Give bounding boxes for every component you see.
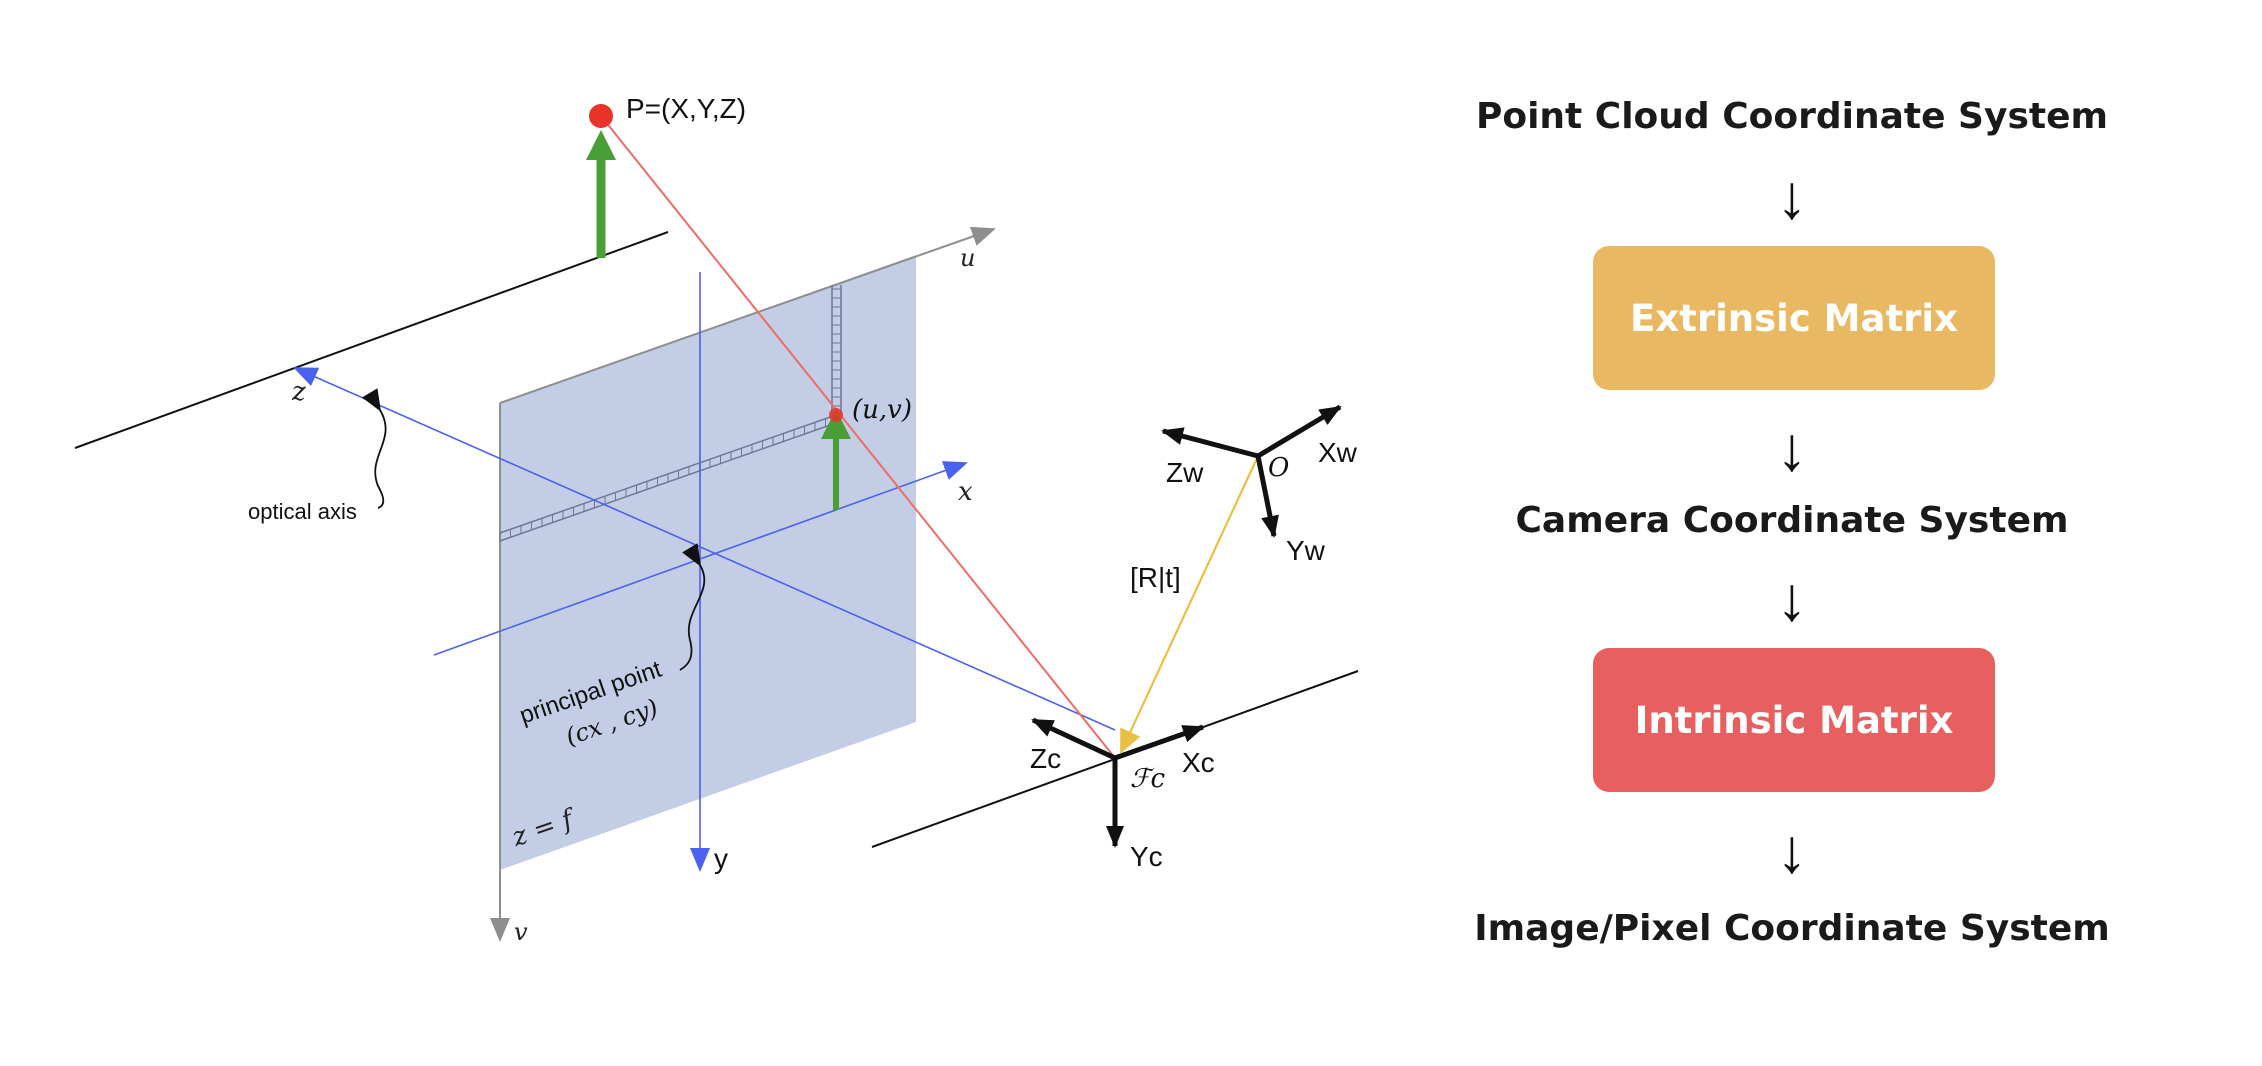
projection-ray: [600, 115, 1116, 759]
camera-z-label: Zc: [1030, 743, 1061, 774]
world-origin-label: O: [1268, 453, 1289, 483]
y-axis-label: y: [714, 843, 728, 874]
image-plane: [500, 255, 916, 870]
down-arrow-icon: ↓: [1777, 817, 1808, 886]
down-arrow-icon: ↓: [1777, 163, 1808, 232]
world-y-label: Yw: [1286, 535, 1326, 566]
camera-x-label: Xc: [1182, 747, 1215, 778]
camera-z-axis: [1031, 717, 1117, 761]
down-arrow-icon: ↓: [1777, 565, 1808, 634]
extrinsic-transform-arrow: [1120, 455, 1259, 754]
z-axis-label: z: [291, 377, 306, 407]
projected-point-label: (u,v): [852, 395, 912, 425]
camera-y-label: Yc: [1130, 841, 1163, 872]
step-point-cloud-system: Point Cloud Coordinate System: [1476, 96, 2108, 137]
v-axis-label: v: [514, 918, 528, 946]
world-y-axis: [1255, 455, 1279, 538]
world-frame: O Zw Xw Yw: [1161, 404, 1358, 566]
world-x-label: Xw: [1318, 437, 1358, 468]
v-tick-guide: [831, 285, 842, 417]
projected-point-marker: [829, 408, 843, 422]
extrinsic-matrix-label: Extrinsic Matrix: [1630, 297, 1958, 340]
extrinsic-matrix-box: [1593, 246, 1995, 390]
projection-diagram: P=(X,Y,Z) (u,v) u v x y z optical axis p…: [74, 93, 1359, 946]
x-axis-label: x: [958, 477, 973, 507]
coordinate-pipeline: Point Cloud Coordinate System ↓ Extrinsi…: [1474, 96, 2110, 949]
u-axis: [499, 226, 996, 404]
z-axis: [293, 367, 1116, 731]
step-camera-system: Camera Coordinate System: [1515, 500, 2068, 541]
step-image-pixel-system: Image/Pixel Coordinate System: [1474, 908, 2110, 949]
intrinsic-matrix-box: [1593, 648, 1995, 792]
down-arrow-icon: ↓: [1777, 415, 1808, 484]
camera-frame: ℱc Zc Xc Yc: [1030, 717, 1215, 872]
transform-label: [R|t]: [1130, 562, 1181, 593]
world-x-axis: [1256, 404, 1342, 459]
optical-axis-callout: [362, 388, 387, 509]
camera-origin-label: ℱc: [1130, 764, 1165, 794]
top-reference-line: [74, 231, 669, 449]
world-z-axis: [1161, 427, 1259, 459]
point-p-label: P=(X,Y,Z): [626, 93, 746, 124]
point-p-marker: [589, 104, 613, 128]
world-z-label: Zw: [1166, 457, 1204, 488]
principal-point-callout: [679, 543, 706, 671]
u-axis-label: u: [960, 244, 975, 272]
optical-axis-label: optical axis: [248, 499, 357, 524]
intrinsic-matrix-label: Intrinsic Matrix: [1635, 699, 1954, 742]
